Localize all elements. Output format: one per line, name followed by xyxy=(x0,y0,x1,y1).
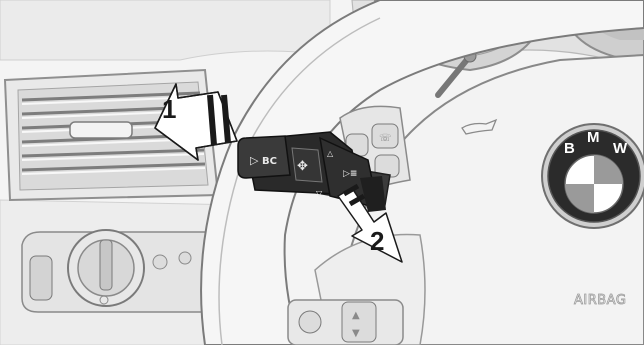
cruise-button xyxy=(299,311,321,333)
light-switch-panel xyxy=(22,230,226,312)
svg-text:▲: ▲ xyxy=(352,310,360,321)
light-rocker xyxy=(30,256,52,300)
logo-letter-b: B xyxy=(564,140,575,157)
lower-spoke-buttons: ▲ ▼ xyxy=(288,300,403,345)
dashboard-panel xyxy=(0,0,330,60)
svg-text:✥: ✥ xyxy=(297,159,308,174)
bmw-logo: B M W xyxy=(542,124,644,228)
bc-label: BC xyxy=(262,156,277,167)
svg-text:☏: ☏ xyxy=(379,133,392,144)
callout-1: 1 xyxy=(162,94,176,124)
callout-2: 2 xyxy=(370,226,384,256)
logo-letter-w: W xyxy=(613,140,628,157)
svg-text:▷≡: ▷≡ xyxy=(343,169,357,179)
logo-letter-m: M xyxy=(587,129,600,146)
vent-adjuster-knob xyxy=(70,122,132,138)
svg-text:△: △ xyxy=(327,149,334,158)
svg-text:▷: ▷ xyxy=(250,154,259,167)
svg-text:▽: ▽ xyxy=(316,189,323,198)
airbag-label: AIRBAG xyxy=(574,293,626,308)
svg-text:▼: ▼ xyxy=(352,328,360,339)
